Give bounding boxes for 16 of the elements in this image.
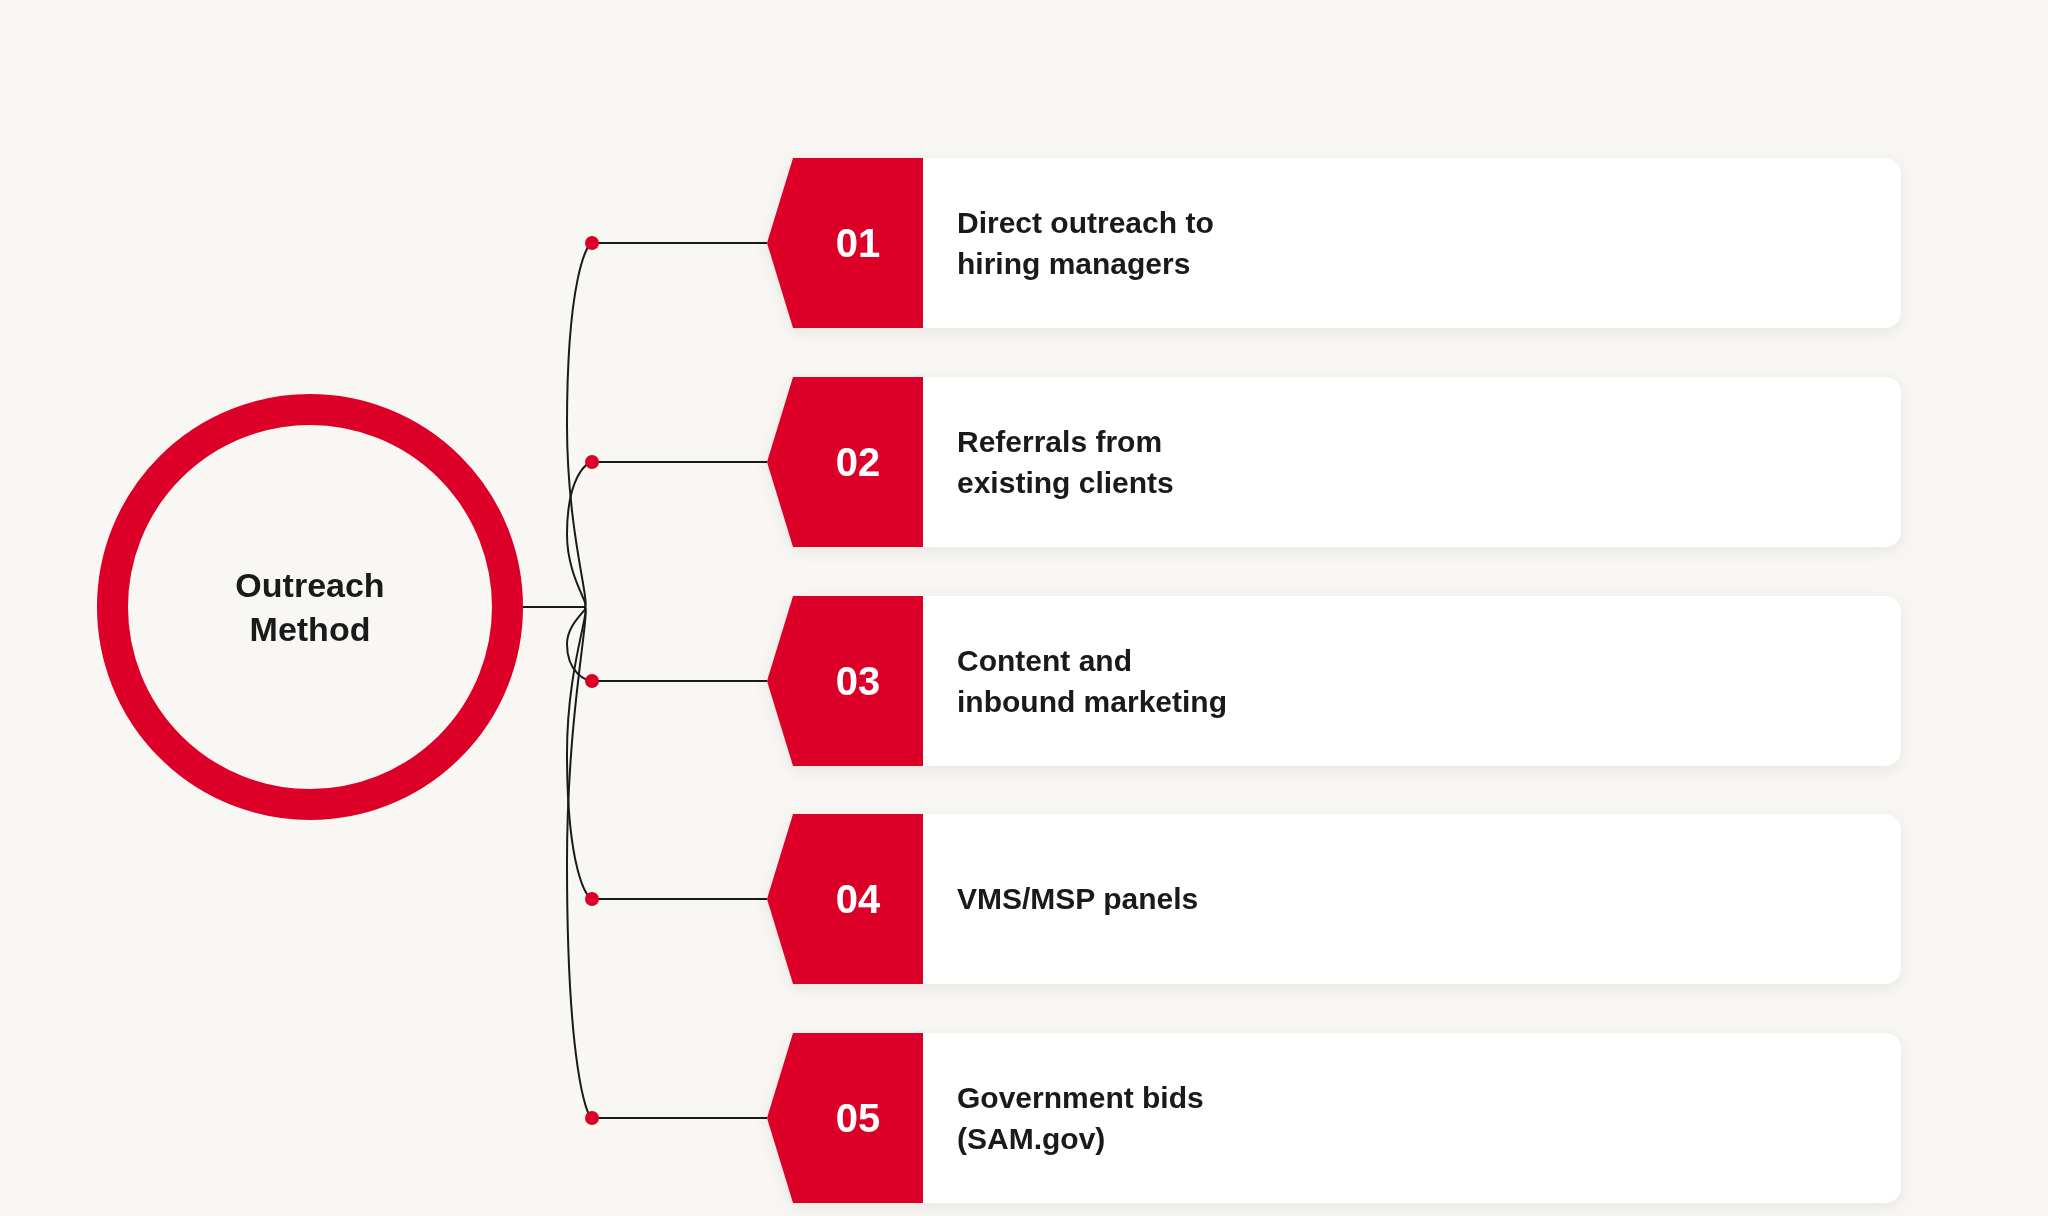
item-label: Content and inbound marketing xyxy=(957,642,1228,720)
number-tab: 05 xyxy=(767,1033,923,1203)
item-card xyxy=(767,158,1901,328)
number-tab: 01 xyxy=(767,158,923,328)
item-card xyxy=(767,814,1901,984)
circle-title: Outreach Method xyxy=(234,564,386,650)
number-tab: 04 xyxy=(767,814,923,984)
item-card xyxy=(767,377,1901,547)
number-tab: 02 xyxy=(767,377,923,547)
item-card xyxy=(767,596,1901,766)
item-label: Direct outreach to hiring managers xyxy=(957,204,1215,282)
number-tab: 03 xyxy=(767,596,923,766)
item-label: Referrals from existing clients xyxy=(957,423,1175,501)
item-label: Government bids (SAM.gov) xyxy=(957,1079,1205,1157)
item-card xyxy=(767,1033,1901,1203)
item-label: VMS/MSP panels xyxy=(957,880,1199,917)
